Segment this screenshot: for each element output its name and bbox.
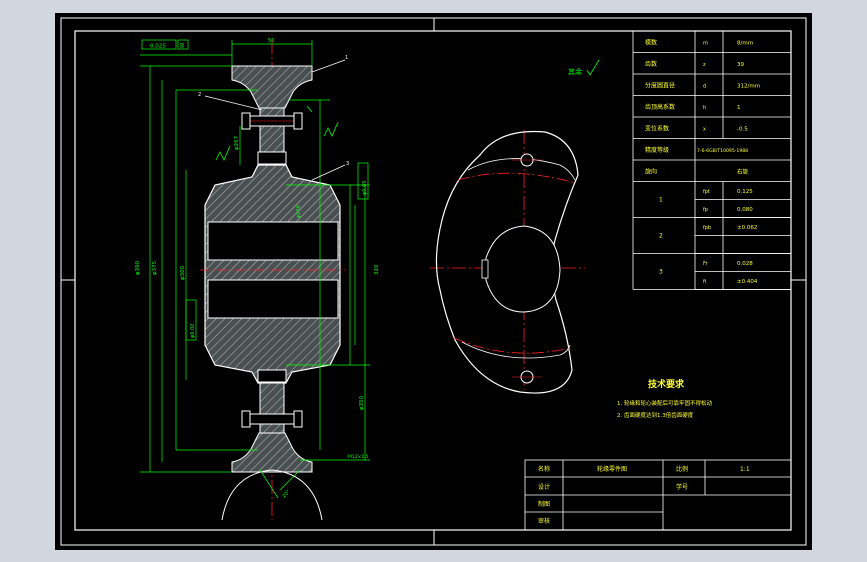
- datum-box: [177, 39, 189, 50]
- leaders: [204, 59, 346, 181]
- technical-requirements: 技术要求 1. 轮缘和轮心装配后可靠牢固不得松动 2. 齿面硬度达到1.3倍齿面…: [617, 378, 712, 419]
- front-view: [430, 130, 585, 394]
- tol-box-top: [141, 39, 177, 50]
- param-value: 0.028: [737, 261, 753, 267]
- dim-right1: φ0.05: [362, 181, 368, 195]
- param-group-label: 3: [659, 269, 663, 276]
- param-name: 齿数: [645, 60, 657, 68]
- param-value: 39: [737, 62, 744, 68]
- param-group-label: 1: [659, 197, 663, 204]
- tb-student-id-label: 学号: [676, 483, 688, 491]
- param-name: 模数: [645, 38, 657, 46]
- param-value: 7-6-6GB/T10095-1988: [697, 148, 748, 154]
- param-name: 变位系数: [645, 124, 669, 132]
- param-value: ±0.404: [737, 279, 758, 285]
- dim-left4: φ267: [234, 135, 240, 150]
- tb-review-label: 审核: [538, 517, 550, 525]
- pitch-arc-bottom: [453, 337, 571, 354]
- bottom-nut-left: [241, 410, 251, 428]
- param-symbol: x: [703, 126, 706, 132]
- bottom-bolt: [247, 413, 297, 425]
- param-symbol: fp: [703, 207, 708, 213]
- dim-right4: φ350: [359, 395, 365, 410]
- param-symbol: m: [703, 40, 708, 46]
- tech-req-item-1: 1. 轮缘和轮心装配后可靠牢固不得松动: [617, 399, 712, 407]
- crescent-inner-bottom: [461, 341, 571, 359]
- top-nut-right: [293, 112, 303, 130]
- bore-lower: [207, 279, 339, 319]
- param-symbol: d: [703, 83, 706, 89]
- crescent-inner-top: [467, 158, 576, 181]
- param-name: 精度等级: [645, 146, 669, 154]
- param-group-label: 2: [659, 233, 663, 240]
- section-view: 0.025 B 56 φ390 φ375 φ300 φ267 φ0.05 φ0.…: [135, 38, 380, 521]
- top-rim: [231, 65, 313, 109]
- datum-label: B: [180, 43, 184, 50]
- tb-drawing-label: 制图: [538, 500, 550, 508]
- section-label-2: 2: [198, 92, 201, 98]
- center-bore: [485, 225, 561, 313]
- pitch-arc-top: [457, 172, 577, 184]
- dim-angle: 20°: [281, 489, 292, 500]
- bottom-web: [259, 382, 285, 434]
- dim-top-width: 56: [268, 38, 274, 44]
- tol-box-left: [185, 299, 197, 341]
- bottom-rivet: [257, 369, 287, 383]
- tech-req-item-2: 2. 齿面硬度达到1.3倍齿面硬度: [617, 411, 694, 419]
- tb-scale-value: 1:1: [740, 466, 750, 473]
- param-symbol: Fr: [703, 261, 709, 267]
- drawing-sheet: [55, 13, 812, 550]
- param-value: 1: [737, 105, 741, 111]
- tech-req-title: 技术要求: [648, 378, 685, 390]
- crescent-outline: [435, 130, 579, 394]
- tb-name-value: 轮缘零件图: [597, 465, 627, 473]
- gear-parameters-table: 模数 m 8/mm 齿数 z 39 分度圆直径 d 312/mm 齿顶高系数 h 1 变位系数 x -0.5…: [632, 30, 792, 290]
- roughness-note-symbol: [586, 59, 600, 76]
- tb-design-label: 设计: [538, 483, 550, 491]
- bottom-nut-right: [293, 410, 303, 428]
- dim-right3: 320: [374, 264, 380, 275]
- lower-wheel-arc: [221, 469, 323, 521]
- tol-box-top-val: 0.025: [150, 44, 166, 50]
- param-value: 312/mm: [737, 83, 760, 89]
- bottom-rim: [231, 432, 313, 473]
- top-nut-left: [241, 112, 251, 130]
- param-name: 分度圆直径: [645, 81, 675, 89]
- dim-bottom-right: M12×1.5: [348, 454, 369, 460]
- keyway: [481, 259, 489, 279]
- param-symbol: h: [703, 105, 706, 111]
- bore-upper: [207, 221, 339, 261]
- param-value: 0.080: [737, 207, 753, 213]
- tb-name-label: 名称: [538, 465, 550, 473]
- title-block: 名称 轮缘零件图 比例 1:1 设计 学号 制图 审核: [524, 459, 792, 531]
- param-value: 8/mm: [737, 40, 753, 46]
- hub-body: [204, 164, 341, 384]
- param-symbol: fi: [703, 279, 706, 285]
- tb-scale-label: 比例: [676, 465, 688, 473]
- roughness-marks: [215, 105, 339, 161]
- param-value: -0.5: [737, 126, 748, 132]
- dimensions: [140, 40, 370, 499]
- param-value: ±0.062: [737, 225, 757, 231]
- param-value: 0.125: [737, 189, 753, 195]
- dim-left2: φ375: [152, 260, 158, 275]
- top-rivet: [257, 151, 287, 165]
- param-value: 右旋: [737, 167, 749, 175]
- dim-lower-len: φ160: [296, 205, 302, 218]
- param-symbol: z: [703, 62, 706, 68]
- param-symbol: fpt: [703, 189, 710, 195]
- param-name: 齿顶高系数: [645, 103, 675, 111]
- tol-box-right1: [357, 162, 369, 200]
- section-label-1: 1: [345, 55, 348, 61]
- section-label-3: 3: [346, 161, 349, 167]
- param-symbol: fpb: [703, 225, 711, 231]
- dim-left3: φ300: [180, 265, 186, 280]
- param-name: 旋向: [645, 167, 657, 175]
- roughness-note: 其余: [568, 67, 582, 76]
- dim-right2: φ0.02: [190, 324, 196, 338]
- dim-left1: φ390: [135, 260, 141, 275]
